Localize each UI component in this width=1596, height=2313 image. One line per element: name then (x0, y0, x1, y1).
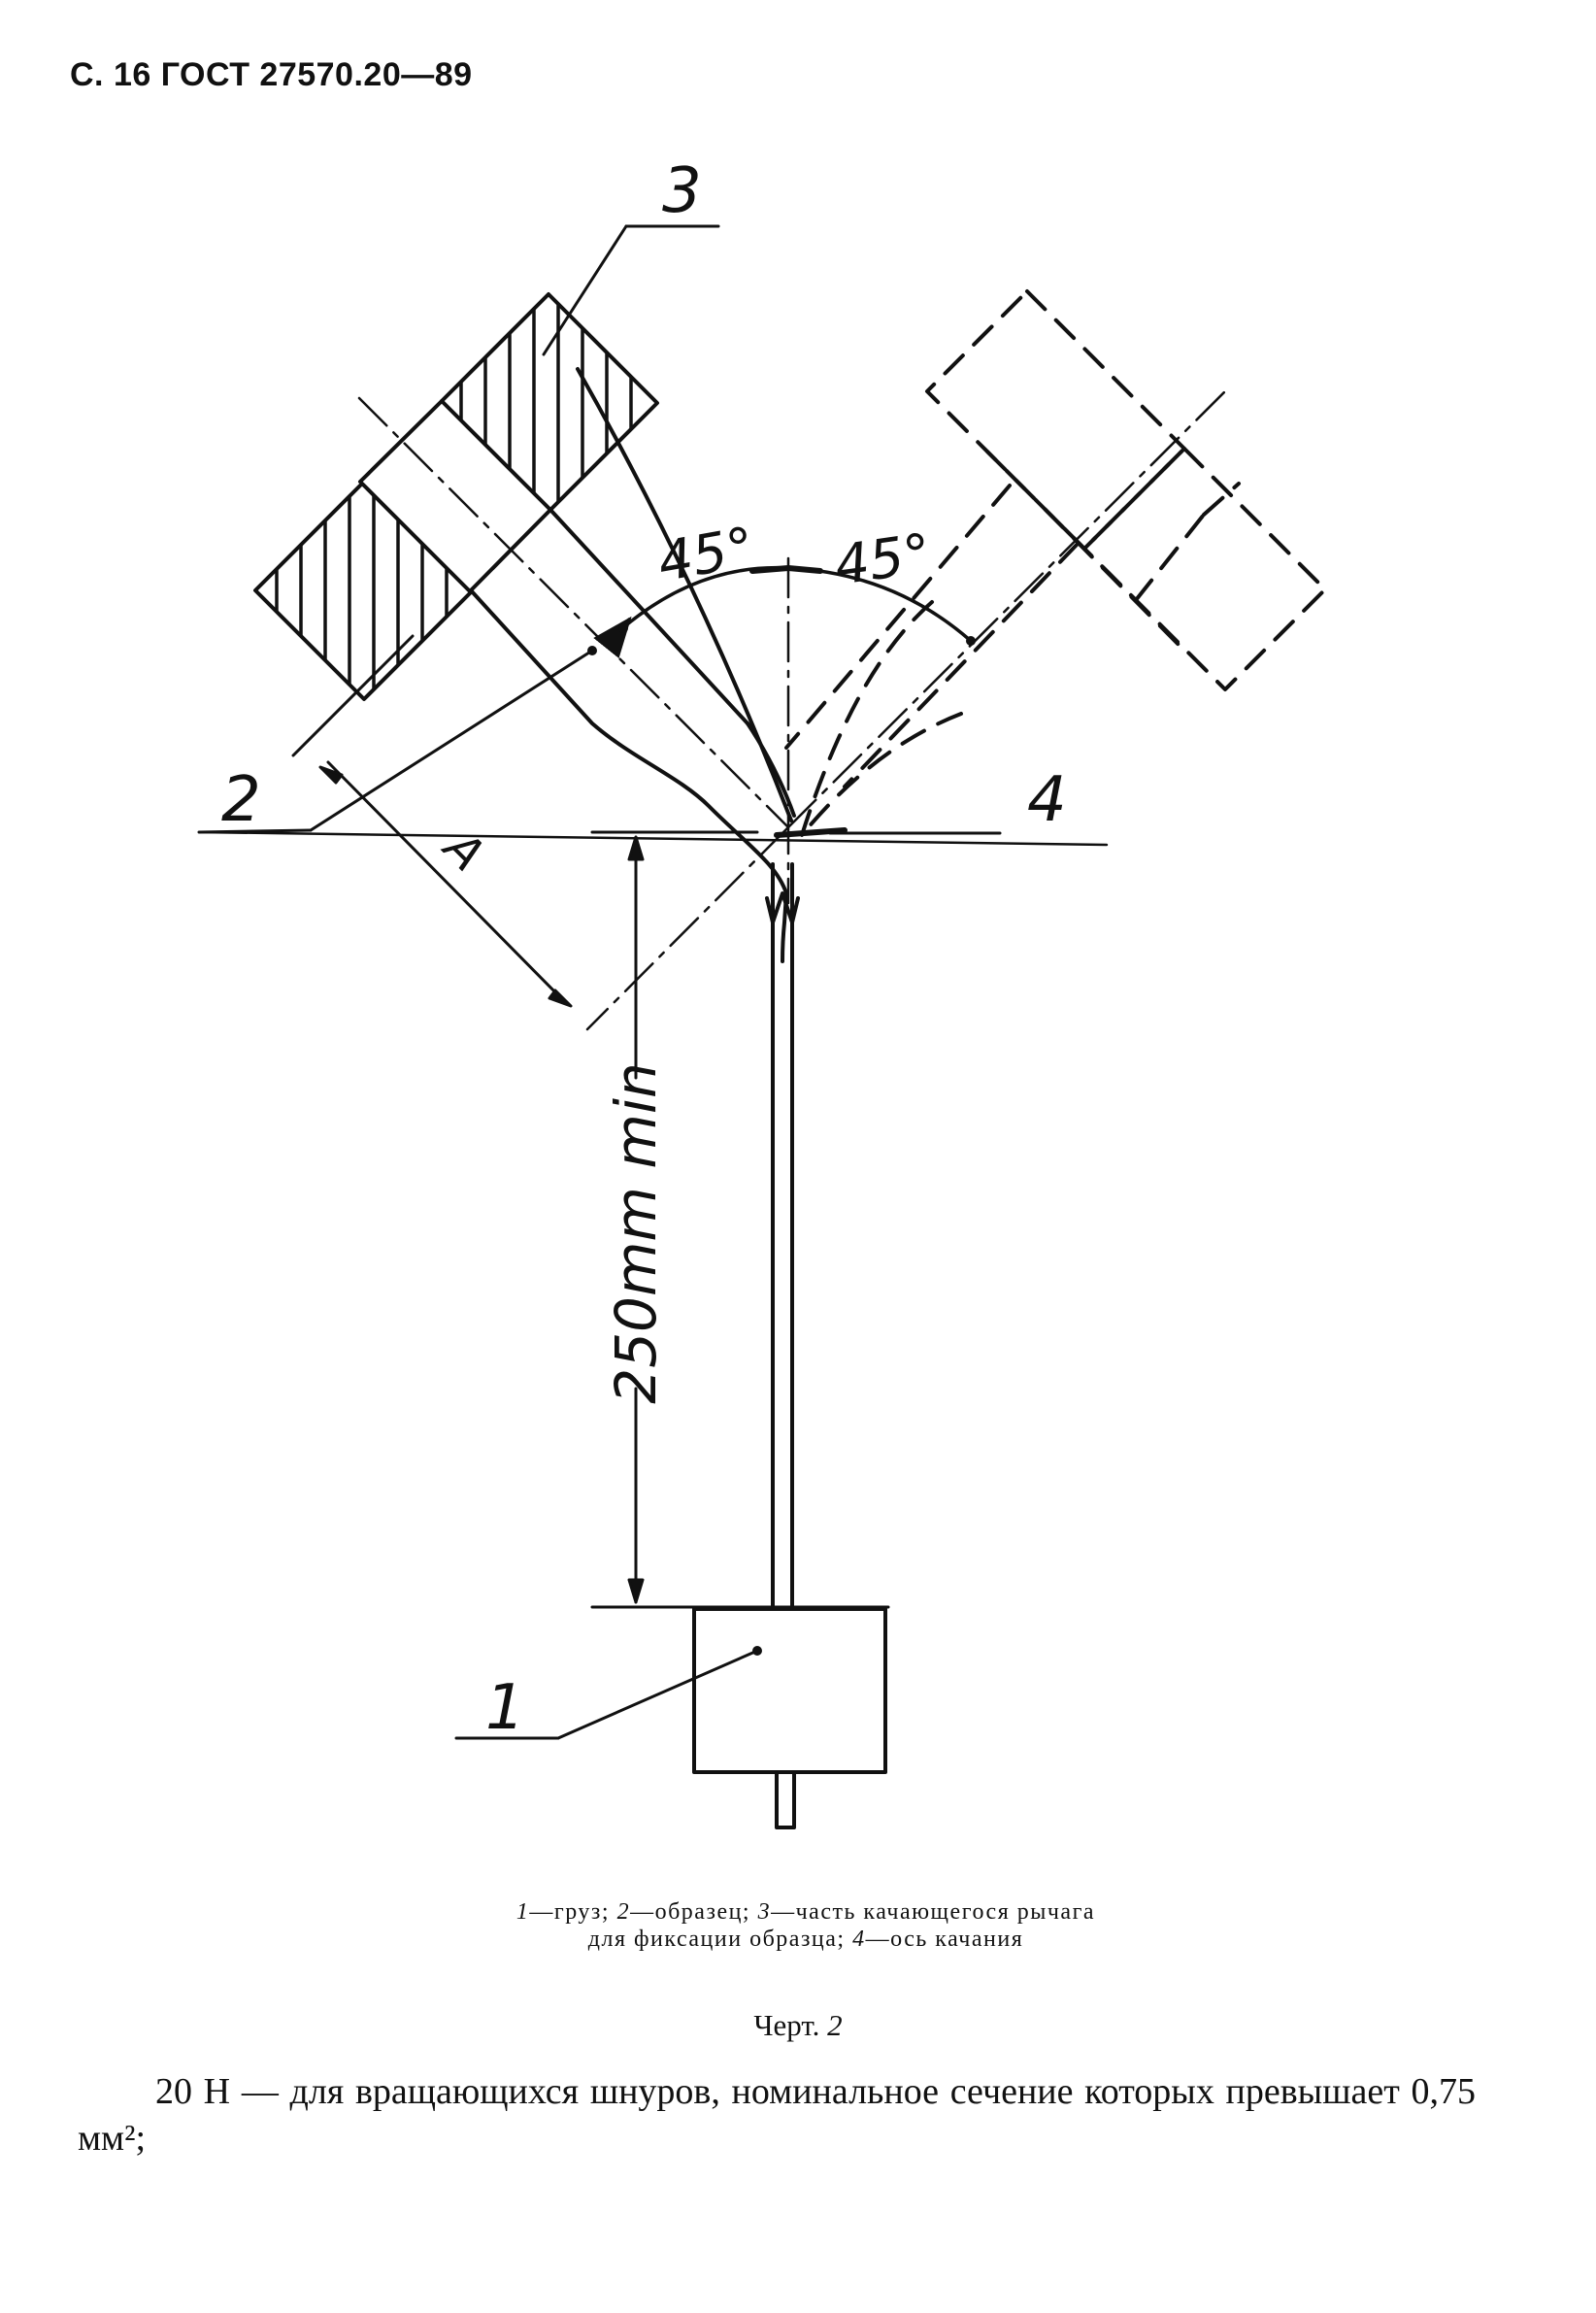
figure-title: Черт. 2 (0, 2008, 1596, 2043)
clamp-dashed-position (784, 289, 1327, 837)
legend-text-1: —груз; (529, 1899, 617, 1925)
legend-text-2: —образец; (630, 1899, 758, 1925)
page-header: С. 16 ГОСТ 27570.20—89 (70, 56, 473, 94)
legend-num-4: 4 (852, 1927, 866, 1952)
specimen-cord (358, 367, 800, 1829)
body-paragraph: 20 Н — для вращающихся шнуров, номинальн… (78, 2071, 1476, 2159)
legend-num-3: 3 (757, 1899, 772, 1925)
legend-text-3: —часть качающегося рычага для фиксации о… (587, 1899, 1096, 1952)
legend-num-2: 2 (616, 1899, 631, 1925)
dimension-a (291, 634, 573, 1008)
figure-title-prefix: Черт. (753, 2008, 828, 2042)
legend-text-4: —ось качания (865, 1927, 1024, 1952)
leader-lines (197, 224, 1002, 1740)
technical-drawing: 3 2 4 1 45° 45° A 250mm min (197, 155, 1327, 1829)
weight-block (692, 1607, 887, 1774)
axis-lines (357, 386, 1230, 1031)
page-number: С. 16 (70, 56, 151, 93)
figure-legend: 1—груз; 2—образец; 3—часть качающегося р… (505, 1898, 1107, 1953)
body-text: 20 Н — для вращающихся шнуров, номинальн… (78, 2068, 1476, 2162)
label-part-3: 3 (662, 155, 702, 227)
clamp-upper-block (440, 292, 659, 512)
label-angle-left: 45° (653, 516, 759, 594)
label-part-1: 1 (485, 1672, 525, 1744)
label-part-2: 2 (221, 764, 261, 836)
figure-title-number: 2 (827, 2008, 843, 2042)
label-part-4: 4 (1027, 764, 1067, 836)
standard-number: ГОСТ 27570.20—89 (160, 56, 473, 93)
clamp-lower-block (253, 482, 473, 701)
label-dimension-a: A (432, 819, 495, 882)
label-dimension-250: 250mm min (603, 1062, 669, 1404)
legend-num-1: 1 (515, 1899, 530, 1925)
label-angle-right: 45° (831, 522, 935, 598)
pivot-axis-line (197, 830, 1109, 847)
